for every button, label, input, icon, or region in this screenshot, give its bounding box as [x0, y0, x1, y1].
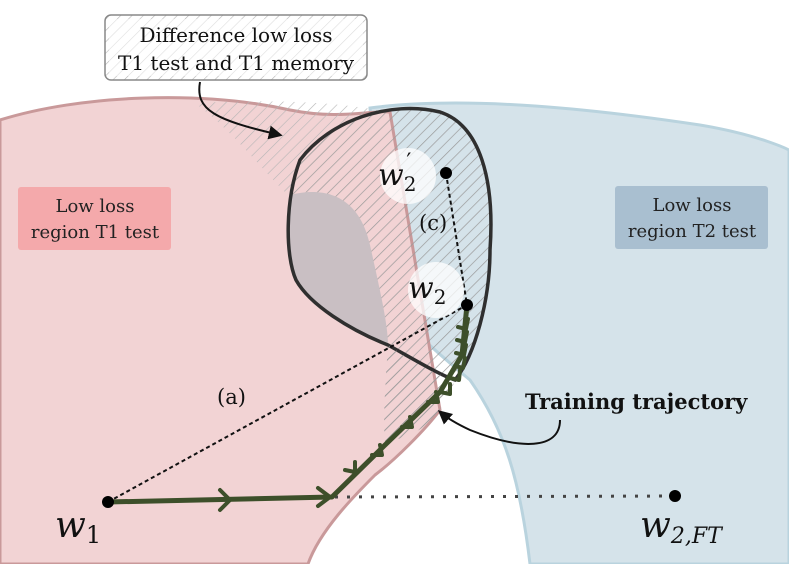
annotation-c: (c) [419, 211, 447, 235]
region-t1-label-box [18, 187, 171, 250]
path-ft-dotted [334, 494, 676, 499]
training-trajectory [105, 302, 470, 505]
w2p-halo [380, 148, 436, 204]
region-t2-label-box [615, 186, 768, 249]
region-t1-label-line2: region T1 test [31, 222, 160, 243]
trajectory-chevrons [218, 317, 470, 512]
annotation-a: (a) [217, 385, 246, 409]
path-c-dotted [445, 172, 468, 306]
memory-region-hatch [290, 108, 491, 442]
region-t1-label-line1: Low loss [56, 196, 135, 217]
callout-arrow [198, 81, 283, 140]
point-w1 [102, 496, 114, 508]
trajectory-callout-arrow [437, 410, 561, 445]
w2-halo [408, 262, 464, 318]
lower-hatch-wedge [384, 345, 455, 442]
callout-line2: T1 test and T1 memory [118, 51, 355, 75]
point-w2 [461, 299, 473, 311]
intersection-region [286, 192, 388, 345]
annotation-training-trajectory: Training trajectory [525, 389, 748, 414]
point-w2-ft [669, 490, 681, 502]
point-w2-prime [440, 167, 452, 179]
label-w2-prime: w2′ [378, 150, 416, 196]
label-w1: w1 [55, 505, 101, 549]
region-t2-label-line2: region T2 test [628, 221, 757, 242]
memory-region-outline [286, 106, 493, 383]
callout-line1: Difference low loss [139, 23, 332, 47]
region-t2-label-line1: Low loss [653, 195, 732, 216]
path-a-dotted [107, 304, 468, 503]
label-w2: w2 [408, 271, 446, 309]
label-w2-ft: w2,FT [640, 505, 724, 549]
